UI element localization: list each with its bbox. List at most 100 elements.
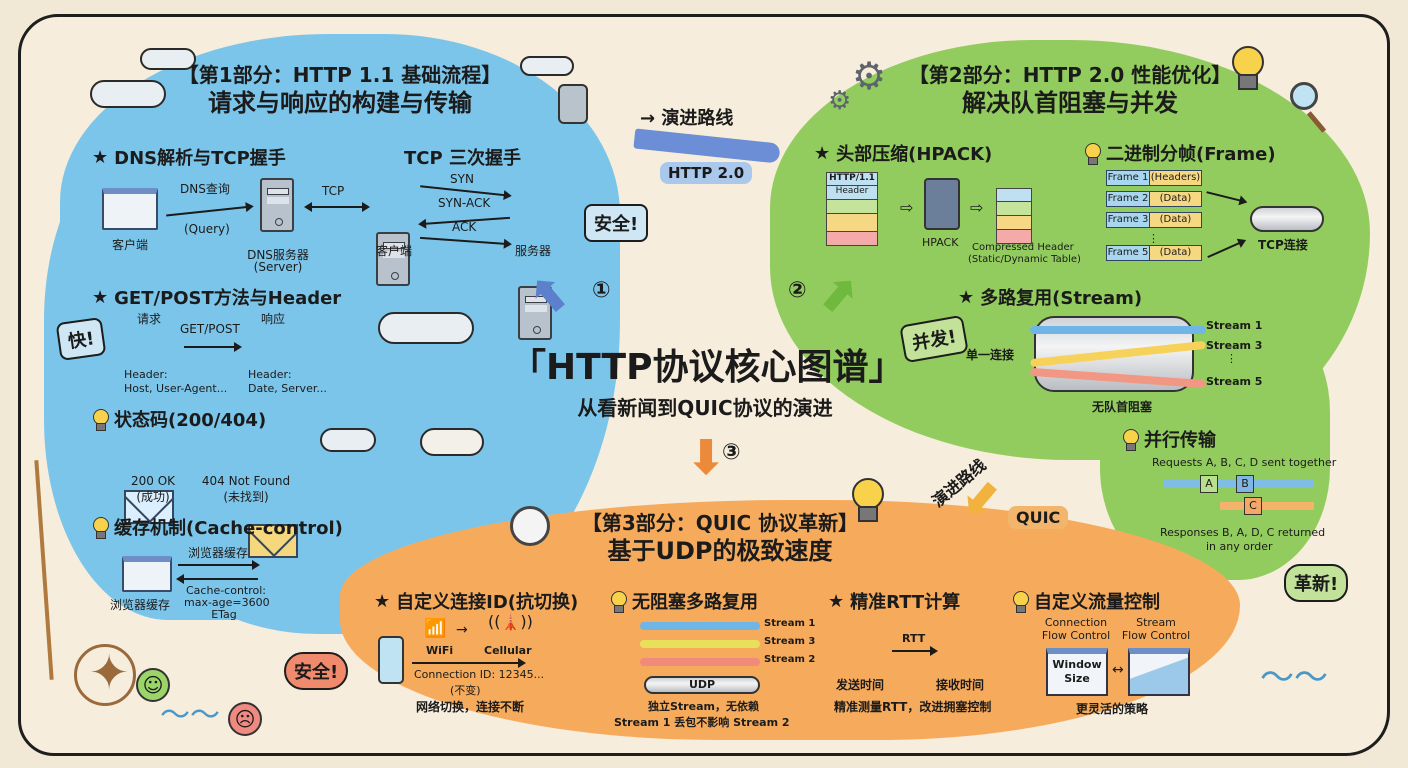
cellular-label: Cellular bbox=[484, 644, 532, 657]
lightbulb-icon bbox=[1084, 143, 1101, 165]
syn-label: SYN bbox=[450, 172, 474, 186]
part2-subtitle: 解决队首阻塞与并发 bbox=[962, 89, 1178, 117]
request-arrow bbox=[184, 342, 242, 352]
request-label: 请求 bbox=[136, 312, 161, 326]
step3-number: ③ bbox=[722, 440, 741, 465]
stream5-label: Stream 5 bbox=[1206, 375, 1263, 388]
compressed-table-label: (Static/Dynamic Table) bbox=[968, 254, 1081, 265]
responses-text-2: in any order bbox=[1206, 540, 1273, 553]
cache-browser-icon bbox=[122, 556, 172, 592]
conn-id-heading: ★ 自定义连接ID(抗切换) bbox=[374, 590, 579, 614]
single-connection-label: 单一连接 bbox=[966, 348, 1015, 362]
method-label: GET/POST bbox=[180, 322, 240, 336]
part1-header: 【第1部分：HTTP 1.1 基础流程】 请求与响应的构建与传输 bbox=[140, 62, 540, 118]
gear-icon: ⚙ bbox=[852, 54, 887, 98]
cache-response-arrow bbox=[176, 574, 258, 584]
quic-mux-heading: 无阻塞多路复用 bbox=[610, 588, 758, 614]
frame-row: Frame 2(Data) bbox=[1106, 191, 1202, 207]
connection-arrow bbox=[412, 658, 526, 668]
part3-title: 【第3部分：QUIC 协议革新】 bbox=[581, 511, 859, 535]
storm-cloud-icon bbox=[378, 312, 474, 344]
lightbulb-icon bbox=[92, 517, 109, 539]
response-envelope-icon bbox=[248, 524, 298, 558]
request-envelope-icon bbox=[124, 490, 174, 524]
tcp-handshake-heading: TCP 三次握手 bbox=[404, 148, 521, 169]
quic-mux-desc-1: 独立Stream，无依赖 bbox=[648, 700, 759, 713]
req-header-line2: Host, User-Agent... bbox=[124, 382, 228, 395]
arrow-to-press: ⇨ bbox=[900, 198, 914, 217]
compass-icon bbox=[74, 644, 136, 706]
quic-stream1-label: Stream 1 bbox=[764, 618, 816, 629]
max-age-label: max-age=3600 bbox=[184, 596, 270, 609]
lightbulb-icon bbox=[1122, 429, 1139, 451]
sad-face-icon: ☹ bbox=[228, 702, 262, 736]
lightbulb-icon bbox=[850, 478, 884, 526]
frame-row: Frame 1(Headers) bbox=[1106, 170, 1202, 186]
arrow-to-compressed: ⇨ bbox=[970, 198, 984, 217]
part1-title: 【第1部分：HTTP 1.1 基础流程】 bbox=[178, 63, 502, 87]
send-time-label: 发送时间 bbox=[836, 678, 885, 692]
cloud-icon bbox=[140, 48, 196, 70]
http11-header-stack: HTTP/1.1 Header bbox=[826, 172, 878, 246]
status-heading: 状态码(200/404) bbox=[92, 406, 266, 432]
quic-stream2-label: Stream 2 bbox=[764, 654, 816, 665]
lightbulb-icon bbox=[610, 591, 627, 613]
compressed-header-stack bbox=[996, 188, 1032, 244]
client-browser-icon bbox=[102, 188, 158, 230]
response-label: 响应 bbox=[260, 312, 285, 326]
fast-bubble: 快! bbox=[55, 316, 107, 362]
dns-server-label: DNS服务器 bbox=[247, 248, 309, 262]
star-icon: ★ bbox=[374, 590, 391, 612]
conn-flow-label-1: Connection bbox=[1044, 616, 1108, 629]
lightbulb-icon bbox=[1230, 46, 1264, 94]
unchanged-label: (不变) bbox=[450, 684, 481, 697]
recv-time-label: 接收时间 bbox=[936, 678, 985, 692]
stream1-label: Stream 1 bbox=[1206, 319, 1263, 332]
requests-text: Requests A, B, C, D sent together bbox=[1152, 456, 1337, 469]
part3-region bbox=[340, 500, 1240, 740]
main-subtitle: 从看新闻到QUIC协议的演进 bbox=[577, 396, 833, 420]
database-icon bbox=[558, 84, 588, 124]
query-en-label: (Query) bbox=[184, 222, 230, 236]
step1-number: ① bbox=[592, 278, 611, 303]
client2-label: 客户端 bbox=[375, 244, 412, 258]
quic-stream3-label: Stream 3 bbox=[764, 636, 816, 647]
part2-title: 【第2部分：HTTP 2.0 性能优化】 bbox=[908, 63, 1232, 87]
gear-small-icon: ⚙ bbox=[828, 86, 852, 116]
quic-stream3-line bbox=[640, 640, 760, 648]
stream3-label: Stream 3 bbox=[1206, 339, 1263, 352]
ack-label: ACK bbox=[452, 220, 477, 234]
lightbulb-icon bbox=[92, 409, 109, 431]
evolution-route-label: → 演进路线 bbox=[640, 108, 734, 129]
quic-stream2-line bbox=[640, 658, 760, 666]
conn-flow-label-2: Flow Control bbox=[1041, 629, 1111, 642]
stream-flow-chart bbox=[1128, 648, 1190, 696]
cloud-icon bbox=[520, 56, 574, 76]
cloud-icon bbox=[90, 80, 166, 108]
hpack-press-label: HPACK bbox=[922, 236, 959, 249]
star-icon: ★ bbox=[92, 286, 109, 308]
star-icon: ★ bbox=[92, 146, 109, 168]
phone-icon bbox=[378, 636, 404, 684]
wave-icon: 〜〜 bbox=[1260, 658, 1328, 698]
box-b: B bbox=[1236, 475, 1254, 493]
happy-face-icon: ☺ bbox=[136, 668, 170, 702]
press-icon bbox=[924, 178, 960, 230]
dns-heading-text: DNS解析与TCP握手 bbox=[114, 148, 286, 169]
flow-desc: 更灵活的策略 bbox=[1076, 702, 1149, 716]
client-server-icon bbox=[376, 232, 410, 286]
quic-mux-desc-2: Stream 1 丢包不影响 Stream 2 bbox=[614, 716, 790, 729]
tcp-label: TCP bbox=[322, 184, 345, 198]
wifi-label: WiFi bbox=[426, 644, 454, 657]
ok-desc: (成功) bbox=[136, 490, 170, 504]
not-found-code: 404 Not Found bbox=[201, 474, 291, 488]
chef-hat-cloud-icon bbox=[420, 428, 484, 456]
quic-badge: QUIC bbox=[1008, 506, 1069, 529]
etag-label: ETag bbox=[211, 608, 237, 621]
cell-tower-icon: ((🗼)) bbox=[488, 612, 533, 631]
safe-bubble-blue: 安全! bbox=[584, 204, 649, 242]
quic-stream1-line bbox=[640, 622, 760, 630]
tcp-connection-label: TCP连接 bbox=[1258, 238, 1308, 252]
rtt-arrow bbox=[892, 646, 938, 656]
stream-ellipsis: ⋮ bbox=[1226, 352, 1237, 365]
